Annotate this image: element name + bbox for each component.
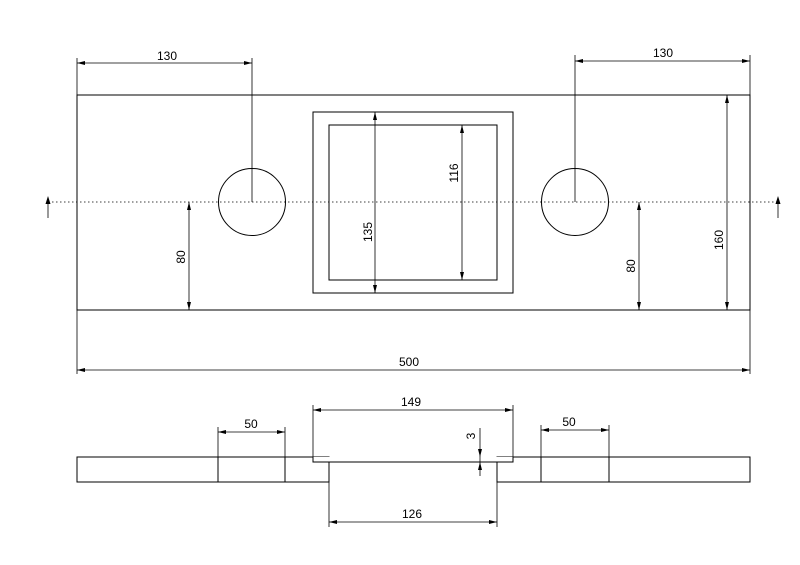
dim-recess-width: 149 — [312, 395, 514, 457]
dim-label: 130 — [157, 49, 177, 63]
section-hatch — [76, 456, 751, 483]
dim-label: 3 — [464, 432, 478, 439]
dim-label: 160 — [712, 230, 726, 250]
section-holes — [218, 456, 609, 483]
dim-label: 80 — [624, 259, 638, 273]
cutout-outer — [312, 111, 514, 294]
dim-hole-width-left: 50 — [217, 417, 286, 457]
dim-label: 149 — [401, 395, 421, 409]
dim-label: 80 — [174, 250, 188, 264]
dim-label: 130 — [653, 46, 673, 60]
dim-overall-width: 500 — [76, 310, 751, 374]
dim-hole-offset-left: 130 — [76, 49, 253, 202]
dim-label: 500 — [399, 355, 419, 369]
dim-label: 126 — [402, 507, 422, 521]
dim-label: 135 — [361, 222, 375, 242]
dim-hole-offset-right: 130 — [574, 46, 751, 202]
dim-hole-width-right: 50 — [540, 415, 610, 457]
dim-through-width: 126 — [328, 482, 498, 527]
plate-outline — [76, 94, 751, 311]
dim-cutout-outer-height: 135 — [361, 112, 377, 293]
dim-label: 50 — [244, 417, 258, 431]
dim-label: 116 — [447, 163, 461, 182]
dim-cutout-inner-height: 116 — [447, 125, 464, 280]
recess-step — [312, 457, 514, 482]
dim-center-height-left: 80 — [174, 202, 191, 310]
section-arrow-right — [775, 196, 781, 204]
dim-recess-depth: 3 — [464, 428, 482, 476]
dim-label: 50 — [562, 415, 576, 429]
top-view: 130 130 80 80 — [45, 46, 781, 374]
cutout-inner — [328, 124, 498, 281]
dim-center-height-right: 80 — [624, 202, 641, 310]
section-view: 50 50 149 3 — [76, 395, 751, 527]
section-arrow-left — [45, 196, 51, 204]
dim-overall-height: 160 — [712, 95, 729, 310]
